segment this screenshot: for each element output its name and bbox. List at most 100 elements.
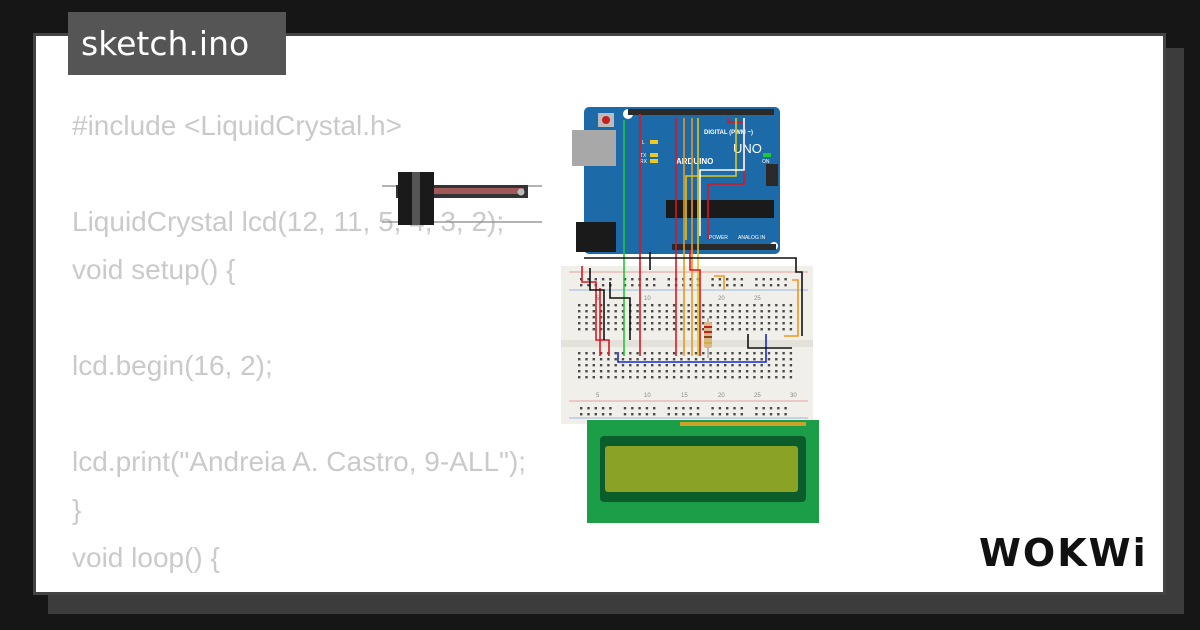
breadboard-hole (658, 358, 661, 361)
breadboard-hole (789, 370, 793, 373)
breadboard-hole (599, 328, 603, 331)
wire-orange (714, 275, 725, 290)
breadboard-hole (711, 407, 714, 410)
breadboard-hole (680, 376, 683, 379)
breadboard-holes (578, 278, 793, 416)
breadboard-hole (680, 352, 683, 355)
breadboard-hole (702, 304, 705, 307)
resistor[interactable] (704, 318, 712, 358)
code-line: } (72, 494, 82, 525)
breadboard-hole (623, 407, 627, 410)
breadboard-hole (614, 370, 617, 373)
breadboard-hole (599, 322, 603, 325)
breadboard-hole (578, 376, 581, 379)
breadboard-hole (775, 316, 778, 319)
breadboard-hole (599, 304, 603, 307)
breadboard-hole (775, 322, 778, 325)
breadboard-hole (760, 358, 763, 361)
breadboard-hole (740, 284, 743, 287)
breadboard-hole (580, 413, 583, 416)
breadboard-hole (740, 413, 743, 416)
breadboard-hole (775, 376, 778, 379)
breadboard-hole (775, 304, 778, 307)
breadboard-hole (760, 328, 763, 331)
breadboard-hole (578, 352, 581, 355)
analog-header-label: ANALOG IN (738, 235, 766, 241)
breadboard-hole (578, 316, 581, 319)
breadboard-hole (636, 358, 639, 361)
breadboard-hole (638, 413, 641, 416)
breadboard-hole (672, 358, 676, 361)
breadboard-hole (689, 407, 692, 410)
breadboard-hole (724, 352, 727, 355)
breadboard-hole (687, 304, 690, 307)
breadboard-hole (587, 284, 590, 287)
breadboard-hole (724, 310, 727, 313)
breadboard-hole (762, 407, 765, 410)
breadboard-hole (601, 278, 605, 281)
breadboard-hole (592, 364, 595, 367)
breadboard-hole (672, 328, 676, 331)
breadboard-hole (702, 316, 705, 319)
breadboard-hole (585, 322, 588, 325)
breadboard-hole (724, 370, 727, 373)
breadboard-hole (680, 304, 683, 307)
breadboard-hole (594, 278, 597, 281)
lcd-display[interactable] (587, 420, 819, 523)
slide-potentiometer[interactable] (382, 172, 542, 225)
breadboard-hole (614, 328, 617, 331)
breadboard-hole (621, 322, 625, 325)
breadboard-column-label: 5 (596, 296, 600, 302)
breadboard-hole (587, 407, 590, 410)
breadboard-hole (578, 310, 581, 313)
breadboard-hole (645, 407, 649, 410)
breadboard-hole (621, 328, 625, 331)
breadboard-hole (731, 364, 734, 367)
breadboard-hole (599, 352, 603, 355)
breadboard-hole (609, 278, 612, 281)
breadboard-hole (645, 278, 649, 281)
breadboard-hole (578, 370, 581, 373)
breadboard-hole (724, 376, 727, 379)
breadboard-hole (689, 278, 692, 281)
breadboard-hole (753, 352, 756, 355)
breadboard-hole (587, 278, 590, 281)
breadboard-hole (767, 370, 771, 373)
breadboard-hole (621, 376, 625, 379)
breadboard-hole (769, 278, 773, 281)
breadboard-hole (607, 310, 610, 313)
breadboard-hole (614, 352, 617, 355)
breadboard-hole (672, 304, 676, 307)
lcd-screen (605, 446, 798, 492)
breadboard-hole (631, 278, 634, 281)
breadboard-hole (651, 304, 654, 307)
breadboard-hole (709, 352, 712, 355)
breadboard-hole (636, 328, 639, 331)
breadboard-hole (738, 316, 741, 319)
breadboard-hole (580, 284, 583, 287)
board-logo: ARDUINO (676, 157, 713, 166)
arduino-uno-board[interactable]: DIGITAL (PWM ~) ARDUINO UNO POWER ANALOG… (572, 107, 780, 254)
breadboard-hole (592, 322, 595, 325)
breadboard-hole (607, 304, 610, 307)
breadboard: 5 10 20 25 5 10 15 20 25 30 (561, 266, 813, 424)
breadboard-hole (682, 407, 685, 410)
breadboard-hole (789, 376, 793, 379)
breadboard-hole (682, 413, 685, 416)
breadboard-hole (760, 352, 763, 355)
filename-badge[interactable]: sketch.ino (68, 12, 286, 75)
breadboard-column-label: 10 (644, 296, 651, 302)
breadboard-hole (643, 358, 647, 361)
breadboard-hole (614, 364, 617, 367)
breadboard-hole (731, 328, 734, 331)
breadboard-hole (718, 407, 722, 410)
breadboard-hole (775, 358, 778, 361)
breadboard-hole (665, 352, 668, 355)
breadboard-hole (658, 376, 661, 379)
breadboard-hole (585, 364, 588, 367)
breadboard-hole (674, 407, 678, 410)
breadboard-column-label: 20 (718, 393, 725, 399)
breadboard-hole (740, 407, 743, 410)
breadboard-hole (578, 364, 581, 367)
breadboard-hole (687, 310, 690, 313)
